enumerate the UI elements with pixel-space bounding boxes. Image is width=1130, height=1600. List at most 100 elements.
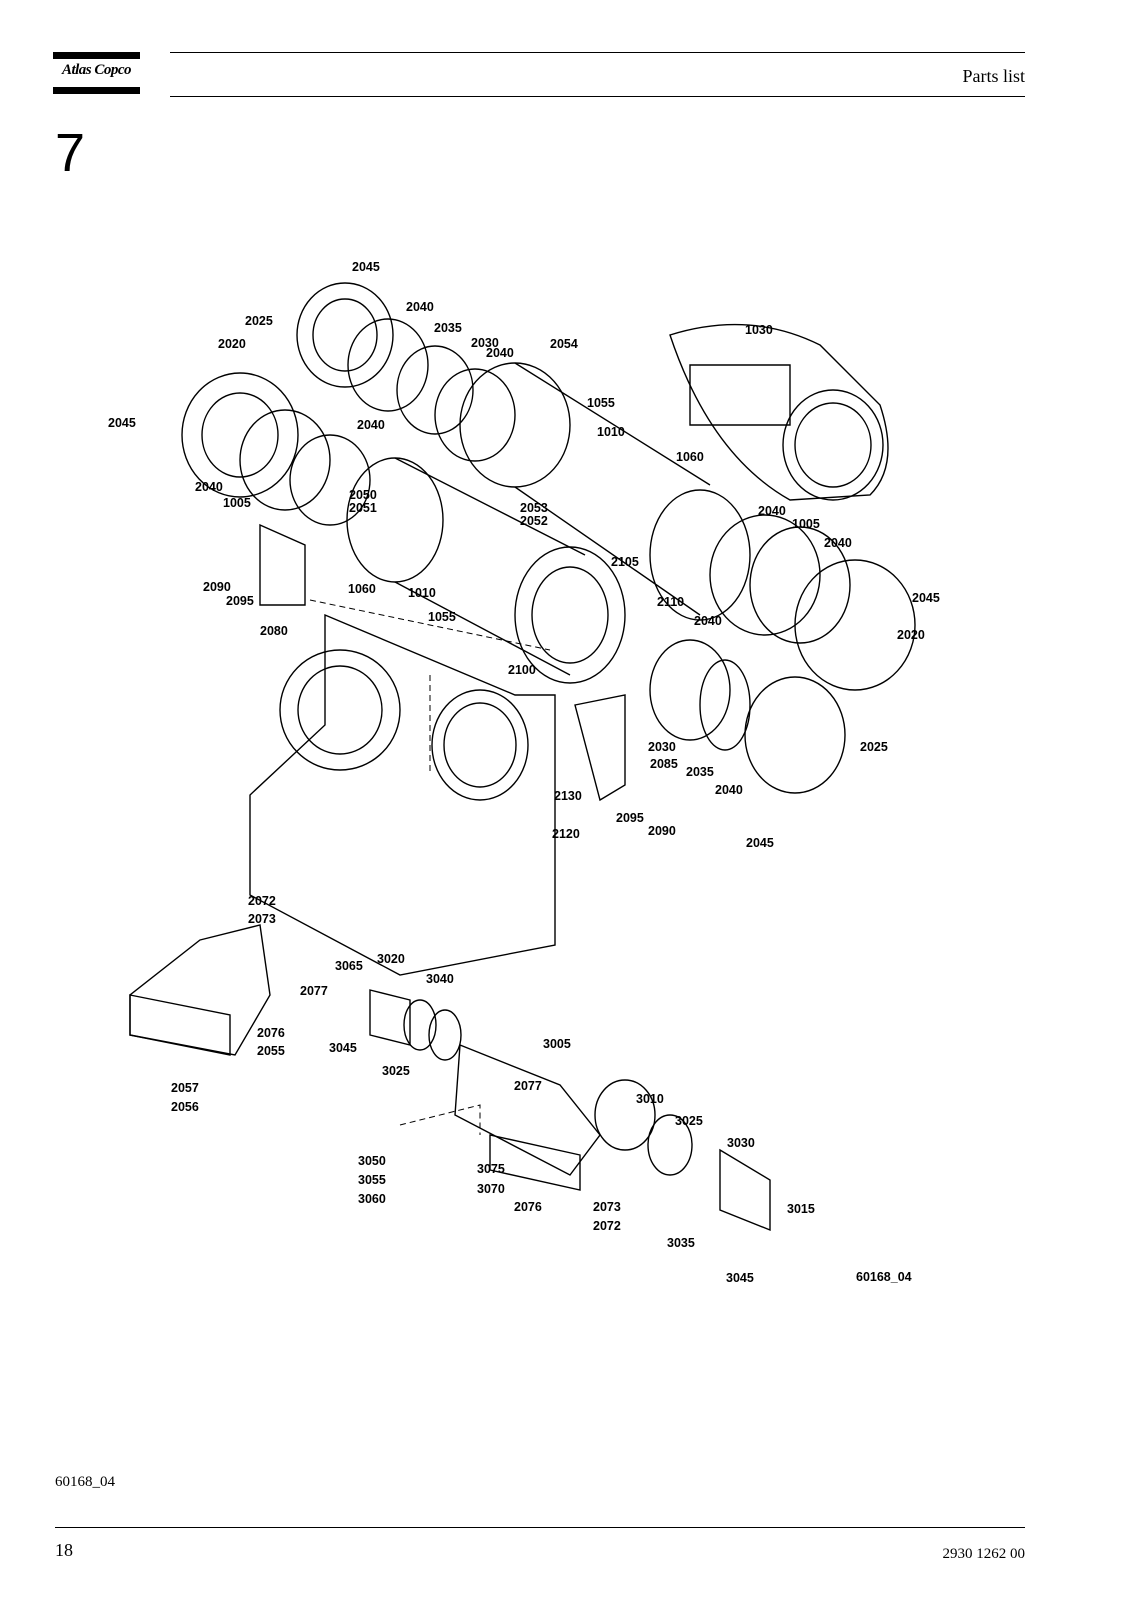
part-label-3030: 3030: [727, 1136, 755, 1150]
flange-2020-upper-bore: [201, 392, 279, 478]
flange-2020-right: [794, 559, 916, 691]
part-label-2072: 2072: [593, 1219, 621, 1233]
ring-2035-lower: [699, 659, 751, 751]
gasket-3040-b: [428, 1009, 462, 1061]
part-label-2040: 2040: [406, 300, 434, 314]
flange-2025-lower: [744, 676, 846, 794]
detail-1030-bore: [794, 402, 872, 488]
part-label-2095: 2095: [226, 594, 254, 608]
tube-insert-3010: [594, 1079, 656, 1151]
part-label-3060: 3060: [358, 1192, 386, 1206]
part-label-3035: 3035: [667, 1236, 695, 1250]
part-label-3075: 3075: [477, 1162, 505, 1176]
gasket-2040-left: [239, 409, 331, 511]
part-label-3025: 3025: [675, 1114, 703, 1128]
part-label-2052: 2052: [520, 514, 548, 528]
part-label-3045: 3045: [726, 1271, 754, 1285]
cooler-shell-1010-lower-far-end: [514, 546, 626, 684]
exploded-parts-diagram: 2045 2025 2040 2035 2030 2040 2054 2020 …: [108, 260, 940, 1285]
housing-left-opening-bore: [297, 665, 383, 755]
part-label-2020: 2020: [218, 337, 246, 351]
part-label-1060: 1060: [676, 450, 704, 464]
part-label-2073: 2073: [248, 912, 276, 926]
part-label-2050: 2050: [349, 488, 377, 502]
part-label-2100: 2100: [508, 663, 536, 677]
housing-right-opening-bore: [443, 702, 517, 788]
part-label-2120: 2120: [552, 827, 580, 841]
assembly-line-1: [309, 599, 551, 651]
part-label-2077: 2077: [514, 1079, 542, 1093]
part-label-2045: 2045: [352, 260, 380, 274]
part-label-2045: 2045: [912, 591, 940, 605]
part-label-2095: 2095: [616, 811, 644, 825]
header-title: Parts list: [962, 66, 1025, 86]
part-label-2072: 2072: [248, 894, 276, 908]
footer-rule: [55, 1527, 1025, 1528]
diagram-drawing-id: 60168_04: [856, 1270, 912, 1284]
part-label-2020: 2020: [897, 628, 925, 642]
part-label-2025: 2025: [860, 740, 888, 754]
part-label-2090: 2090: [648, 824, 676, 838]
part-label-2040: 2040: [195, 480, 223, 494]
gasket-2040-upper: [347, 318, 429, 412]
flange-2020-upper: [181, 372, 299, 498]
part-label-2040: 2040: [715, 783, 743, 797]
part-label-3040: 3040: [426, 972, 454, 986]
cooler-shell-1010-upper-far-end: [649, 489, 751, 621]
part-label-2030: 2030: [648, 740, 676, 754]
detail-1030-flange: [782, 389, 884, 501]
part-label-2040: 2040: [758, 504, 786, 518]
page-number: 18: [55, 1540, 73, 1560]
ring-2035-upper: [396, 345, 474, 435]
assembly-line-3: [399, 1104, 481, 1135]
part-label-3015: 3015: [787, 1202, 815, 1216]
part-label-3070: 3070: [477, 1182, 505, 1196]
part-label-2045: 2045: [108, 416, 136, 430]
part-label-1010: 1010: [408, 586, 436, 600]
bracket-2080: [259, 523, 306, 606]
part-label-2055: 2055: [257, 1044, 285, 1058]
part-label-3050: 3050: [358, 1154, 386, 1168]
tube-bundle-1005-right: [709, 514, 821, 636]
cooler-shell-1010-lower-end: [346, 457, 444, 583]
cooler-shell-1010-upper-body: [514, 362, 711, 616]
logo-bar-bottom: [53, 87, 140, 94]
part-label-2040: 2040: [824, 536, 852, 550]
part-label-3045: 3045: [329, 1041, 357, 1055]
tube-bundle-1005-left: [289, 434, 371, 526]
part-label-3010: 3010: [636, 1092, 664, 1106]
part-label-2025: 2025: [245, 314, 273, 328]
housing-left-opening: [279, 649, 401, 771]
bracket-2085: [574, 694, 626, 802]
cooler-shell-1010-lower-bore: [531, 566, 609, 664]
logo-bar-top: [53, 52, 140, 59]
part-label-2105: 2105: [611, 555, 639, 569]
part-label-1005: 1005: [223, 496, 251, 510]
section-number: 7: [55, 123, 86, 183]
part-label-3005: 3005: [543, 1037, 571, 1051]
part-label-1010: 1010: [597, 425, 625, 439]
main-housing: [249, 613, 556, 976]
figure-caption: 60168_04: [55, 1474, 115, 1490]
part-label-2040: 2040: [694, 614, 722, 628]
part-label-1055: 1055: [587, 396, 615, 410]
part-label-2085: 2085: [650, 757, 678, 771]
flange-2025-upper-bore: [312, 298, 378, 372]
part-label-1060: 1060: [348, 582, 376, 596]
gasket-3040-a: [403, 999, 437, 1051]
bracket-2076-lower: [489, 1134, 581, 1191]
part-label-2110: 2110: [657, 595, 684, 609]
part-label-2054: 2054: [550, 337, 578, 351]
part-label-2051: 2051: [349, 501, 377, 515]
bracket-2076-left: [129, 924, 271, 1056]
part-label-1005: 1005: [792, 517, 820, 531]
detail-1030-outline: [669, 323, 889, 501]
ring-2030-lower: [649, 639, 731, 741]
part-label-2130: 2130: [554, 789, 582, 803]
part-label-2073: 2073: [593, 1200, 621, 1214]
part-label-2035: 2035: [434, 321, 462, 335]
document-number: 2930 1262 00: [942, 1546, 1026, 1562]
flange-2025-upper: [296, 282, 394, 388]
logo-text: Atlas Copco: [61, 62, 132, 78]
part-label-2045: 2045: [746, 836, 774, 850]
